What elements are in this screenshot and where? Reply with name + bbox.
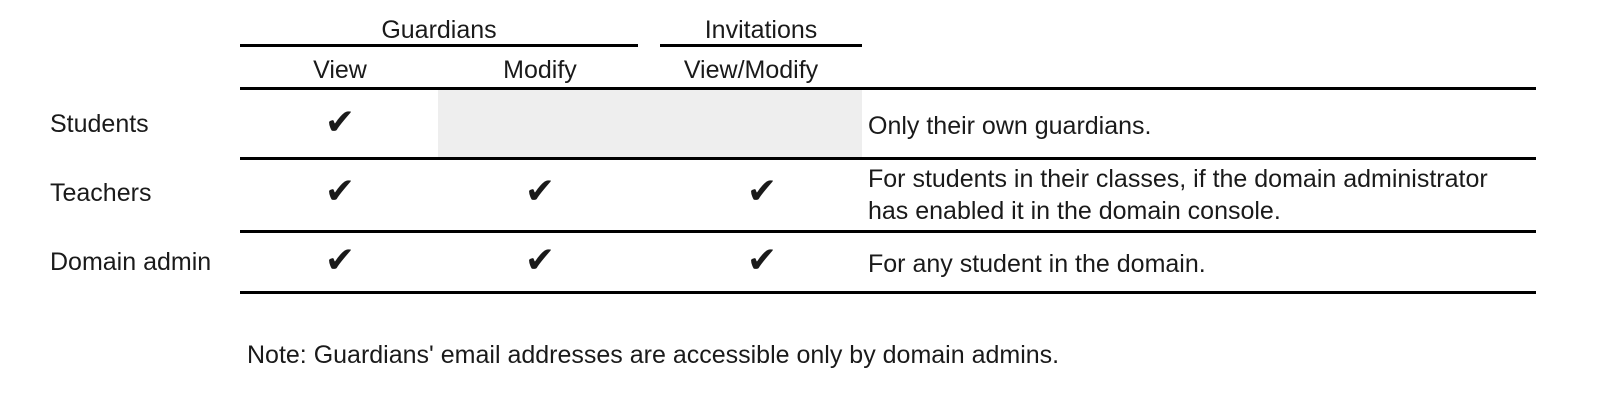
row-note-domain-admin: For any student in the domain. (868, 250, 1206, 278)
column-header-modify: Modify (503, 56, 577, 84)
row-note-teachers: For students in their classes, if the do… (868, 165, 1488, 225)
checkmark-icon-domain-admin-guardians-modify: ✔ (524, 240, 556, 281)
column-header-view-modify: View/Modify (683, 56, 819, 84)
checkmark-icon-teachers-guardians-view: ✔ (324, 171, 356, 212)
group-rule-invitations (660, 44, 862, 47)
group-header-invitations: Invitations (704, 16, 818, 44)
table-rule-after-teachers (240, 230, 1536, 233)
checkmark-icon-students-guardians-view: ✔ (324, 102, 356, 143)
table-rule-top (240, 87, 1536, 90)
table-rule-after-students (240, 157, 1536, 160)
row-label-domain-admin: Domain admin (50, 248, 212, 276)
table-rule-bottom (240, 291, 1536, 294)
group-rule-guardians (240, 44, 638, 47)
checkmark-icon-teachers-invitations-view-modify: ✔ (746, 171, 778, 212)
checkmark-icon-domain-admin-invitations-view-modify: ✔ (746, 240, 778, 281)
group-header-guardians: Guardians (381, 16, 497, 44)
shaded-cell-students-na (438, 90, 862, 157)
row-note-students: Only their own guardians. (868, 112, 1152, 140)
row-label-teachers: Teachers (50, 179, 152, 207)
column-header-view: View (313, 56, 367, 84)
checkmark-icon-teachers-guardians-modify: ✔ (524, 171, 556, 212)
checkmark-icon-domain-admin-guardians-view: ✔ (324, 240, 356, 281)
table-footnote: Note: Guardians' email addresses are acc… (247, 341, 1060, 369)
row-label-students: Students (50, 110, 149, 138)
